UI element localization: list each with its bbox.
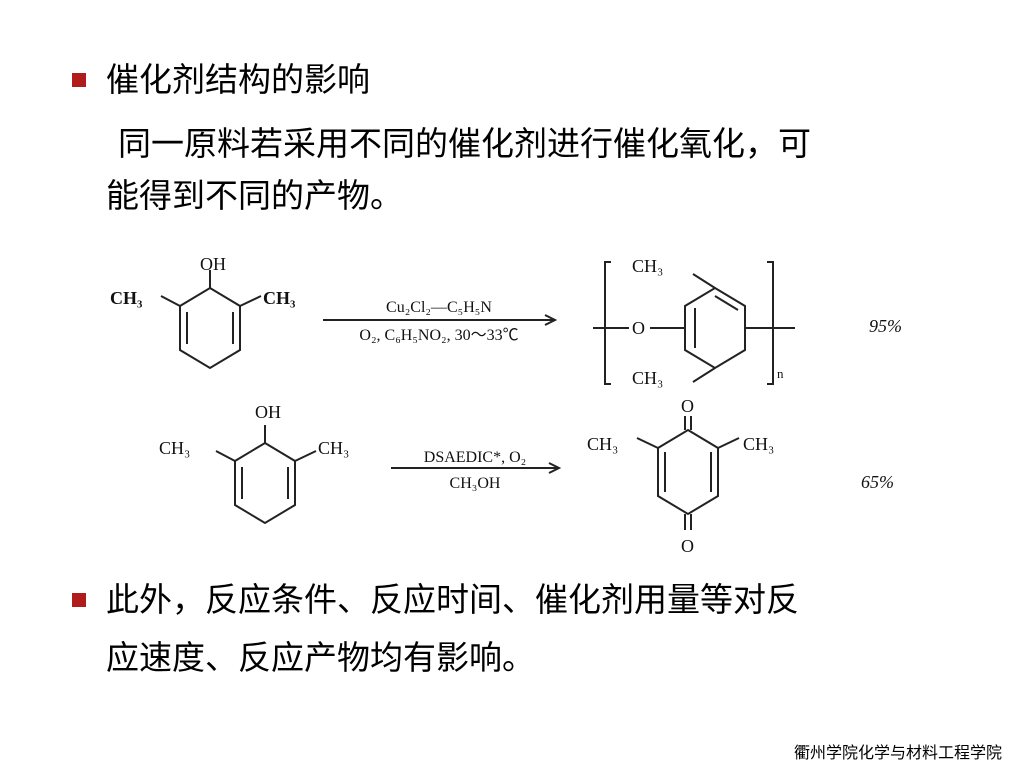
reaction1-oh: OH bbox=[200, 254, 226, 274]
polymer-subscript-n: n bbox=[777, 366, 784, 381]
benzene-ring-3 bbox=[234, 441, 296, 525]
footer-institution: 衢州学院化学与材料工程学院 bbox=[793, 743, 1002, 762]
bullet-title: 催化剂结构的影响 bbox=[106, 60, 370, 99]
reaction1-ch3-right: CH₃ bbox=[263, 288, 296, 308]
bullet-marker bbox=[72, 73, 86, 87]
reaction1-condition-bottom: O₂, C₆H₅NO₂, 30～33℃ bbox=[359, 327, 518, 344]
reaction-scheme: OH CH₃ CH₃ Cu₂Cl₂—C₅H₅N O₂, C₆H₅NO₂, 30～… bbox=[110, 254, 902, 556]
reaction2-ch3-left: CH₃ bbox=[159, 438, 190, 458]
bullet2-line-1: 此外，反应条件、反应时间、催化剂用量等对反 bbox=[106, 580, 799, 619]
bullet-marker bbox=[72, 593, 86, 607]
reaction2-o-top: O bbox=[681, 396, 694, 416]
paragraph-line-2: 能得到不同的产物。 bbox=[106, 176, 403, 215]
paragraph-line-1: 同一原料若采用不同的催化剂进行催化氧化，可 bbox=[118, 124, 811, 163]
reaction2-condition-top: DSAEDIC*, O₂ bbox=[424, 449, 526, 466]
reaction2-ch3-right: CH₃ bbox=[318, 438, 349, 458]
reaction2-ch3-right-product: CH₃ bbox=[743, 434, 774, 454]
reaction2-condition-bottom: CH₃OH bbox=[450, 475, 501, 492]
reaction1-ch3-left: CH₃ bbox=[110, 288, 143, 308]
bullet2-line-2: 应速度、反应产物均有影响。 bbox=[106, 638, 535, 677]
quinone-ring bbox=[657, 428, 719, 516]
reaction1-ch3-bottom: CH₃ bbox=[632, 368, 663, 388]
reaction1-ch3-top: CH₃ bbox=[632, 256, 663, 276]
reaction1-yield: 95% bbox=[869, 316, 902, 336]
reaction2-ch3-left-product: CH₃ bbox=[587, 434, 618, 454]
reaction1-ether-o: O bbox=[632, 318, 645, 338]
benzene-ring-1 bbox=[179, 286, 241, 370]
reaction2-yield: 65% bbox=[861, 472, 894, 492]
reaction2-o-bottom: O bbox=[681, 536, 694, 556]
reaction2-oh: OH bbox=[255, 402, 281, 422]
reaction1-condition-top: Cu₂Cl₂—C₅H₅N bbox=[386, 299, 492, 316]
